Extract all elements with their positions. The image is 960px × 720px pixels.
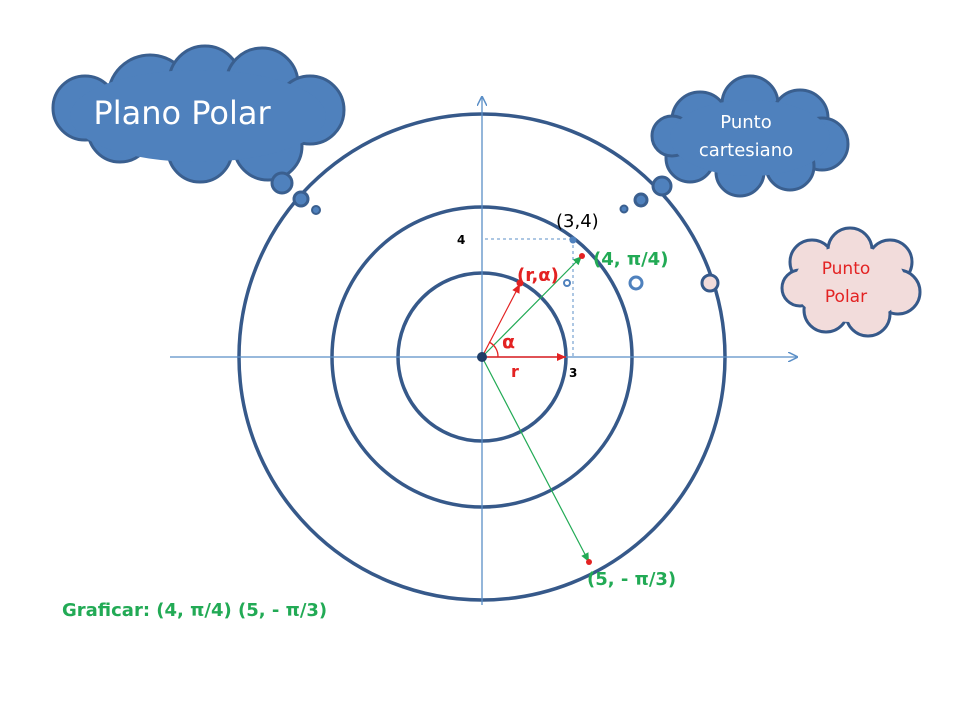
cloud-cartesiano-line2: cartesiano xyxy=(699,140,793,161)
r-label: r xyxy=(511,362,519,381)
point-b-dot xyxy=(586,559,592,565)
generic-point-label: (r,α) xyxy=(517,265,559,286)
point-a-label: (4, π/4) xyxy=(593,249,668,270)
cartesian-point xyxy=(569,236,577,244)
alpha-arc xyxy=(488,341,499,358)
cloud-polar-line2: Polar xyxy=(825,287,867,307)
vector-point-a xyxy=(481,255,583,358)
cloud-plano-polar: Plano Polar xyxy=(51,44,346,215)
cloud-punto-cartesiano: Punto cartesiano xyxy=(619,74,850,214)
cloud-punto-polar: Punto Polar xyxy=(563,226,922,338)
cloud-polar-line1: Punto xyxy=(822,259,871,279)
vector-point-b xyxy=(481,356,590,563)
instruction-text: Graficar: (4, π/4) (5, - π/3) xyxy=(62,600,327,621)
point-b-label: (5, - π/3) xyxy=(587,569,676,590)
tick-label-y: 4 xyxy=(457,233,465,247)
generic-point-dot xyxy=(516,279,524,287)
origin-point xyxy=(477,352,487,362)
cartesian-point-label: (3,4) xyxy=(556,211,599,232)
cloud-plano-polar-text: Plano Polar xyxy=(93,94,271,132)
vector-generic xyxy=(481,283,521,358)
point-a-dot xyxy=(579,253,585,259)
alpha-label: α xyxy=(502,331,515,353)
tick-label-x: 3 xyxy=(569,366,577,380)
cloud-cartesiano-line1: Punto xyxy=(720,112,771,133)
